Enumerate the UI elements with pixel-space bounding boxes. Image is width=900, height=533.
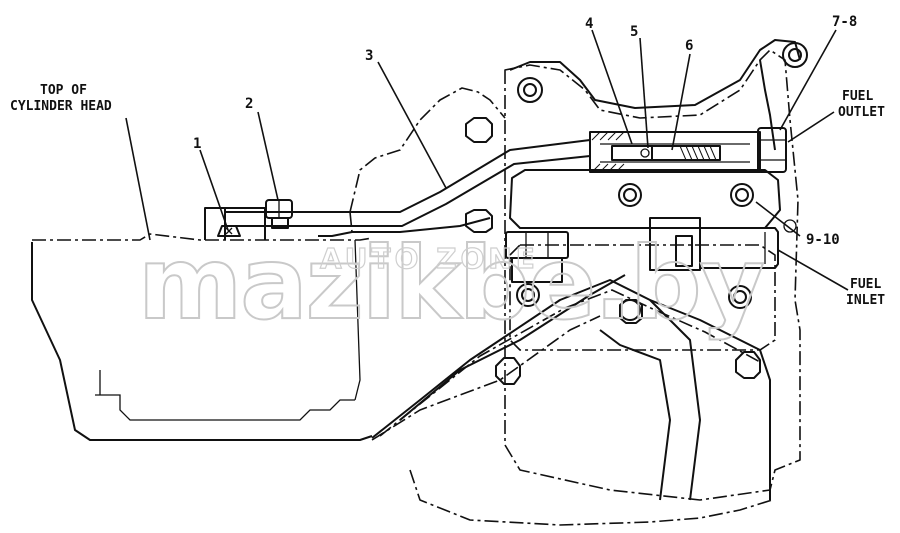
label-top-of-head-1: TOP OF: [40, 83, 87, 98]
callout-1: 1: [193, 136, 201, 152]
watermark-subtext: AUTO ZONE: [320, 242, 539, 275]
fuel-line-3: [226, 139, 591, 237]
label-top-of-head-2: CYLINDER HEAD: [10, 99, 112, 114]
fuel-pump-housing: [504, 39, 808, 501]
callout-6: 6: [685, 38, 693, 54]
cylinder-head-outline: [31, 207, 373, 441]
fitting-2: [265, 199, 293, 229]
callout-2: 2: [245, 96, 253, 112]
lower-cover: [371, 274, 773, 526]
pump-nut-left: [505, 231, 569, 283]
callout-3: 3: [365, 48, 373, 64]
inlet-fitting: [649, 217, 797, 271]
bolt-heads: [465, 117, 761, 385]
label-fuel-outlet-1: FUEL: [842, 89, 873, 104]
callout-9-10: 9-10: [806, 232, 840, 248]
watermark-text: mazikbe.by: [138, 225, 764, 342]
leader-lines: [125, 29, 849, 291]
callout-5: 5: [630, 24, 638, 40]
outlet-fitting-7-8: [757, 127, 787, 173]
engine-cover-outline: [349, 87, 506, 233]
label-fuel-inlet-2: INLET: [846, 293, 885, 308]
label-fuel-inlet-1: FUEL: [850, 277, 881, 292]
callout-7-8: 7-8: [832, 14, 857, 30]
callout-4: 4: [585, 16, 593, 32]
label-fuel-outlet-2: OUTLET: [838, 105, 885, 120]
